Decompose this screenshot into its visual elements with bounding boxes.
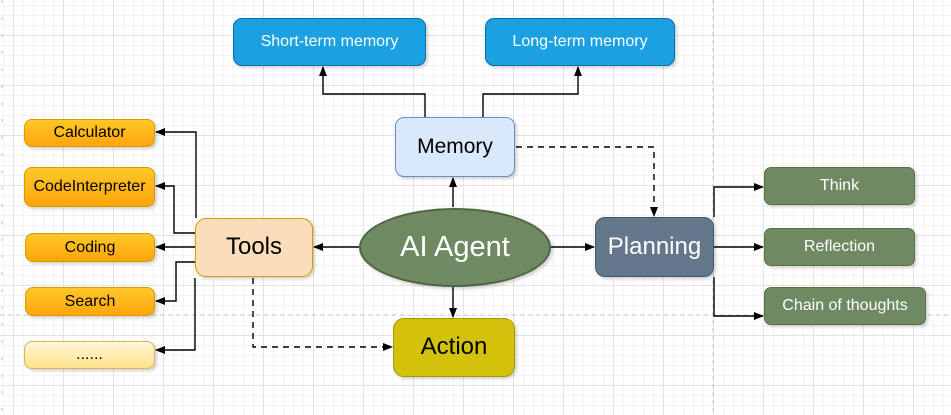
node-label: ......	[76, 346, 103, 364]
connector-tools-calculator[interactable]	[155, 128, 197, 218]
node-think[interactable]: Think	[764, 167, 915, 205]
connector-memory-short-term[interactable]	[319, 66, 426, 117]
node-tools[interactable]: Tools	[195, 218, 313, 277]
connector-memory-long-term[interactable]	[482, 66, 582, 117]
connector-tools-code-interpreter[interactable]	[155, 182, 195, 234]
node-code-interpreter[interactable]: CodeInterpreter	[24, 167, 155, 207]
connector-planning-think[interactable]	[713, 183, 764, 217]
node-more-tools[interactable]: ......	[24, 341, 155, 369]
node-label: Action	[420, 333, 488, 361]
connector-memory-planning-dashed[interactable]	[516, 146, 658, 217]
node-label: Short-term memory	[260, 33, 399, 51]
node-label: Planning	[607, 232, 702, 260]
node-label: Reflection	[803, 238, 876, 256]
node-label: Chain of thoughts	[782, 297, 908, 315]
node-long-term-memory[interactable]: Long-term memory	[485, 18, 675, 66]
node-label: Tools	[225, 233, 283, 261]
connector-tools-more[interactable]	[155, 278, 196, 354]
node-label: AI Agent	[400, 230, 510, 263]
node-planning[interactable]: Planning	[595, 217, 714, 277]
node-short-term-memory[interactable]: Short-term memory	[233, 18, 426, 66]
node-label: Think	[819, 177, 860, 195]
node-reflection[interactable]: Reflection	[764, 228, 915, 266]
node-action[interactable]: Action	[393, 318, 515, 377]
node-label: Calculator	[53, 124, 126, 142]
node-label: Long-term memory	[512, 33, 648, 51]
connector-planning-chain[interactable]	[713, 277, 764, 320]
node-label: CodeInterpreter	[33, 178, 146, 196]
node-coding[interactable]: Coding	[25, 233, 155, 262]
node-label: Coding	[64, 238, 116, 256]
connector-tools-action-dashed[interactable]	[252, 278, 393, 351]
node-chain-of-thoughts[interactable]: Chain of thoughts	[764, 287, 926, 325]
node-calculator[interactable]: Calculator	[24, 119, 155, 147]
node-memory[interactable]: Memory	[395, 117, 515, 177]
node-label: Search	[64, 292, 116, 310]
node-search[interactable]: Search	[25, 287, 155, 316]
node-label: Memory	[417, 135, 493, 159]
connector-tools-search[interactable]	[155, 261, 195, 305]
node-ai-agent[interactable]: AI Agent	[359, 208, 551, 287]
